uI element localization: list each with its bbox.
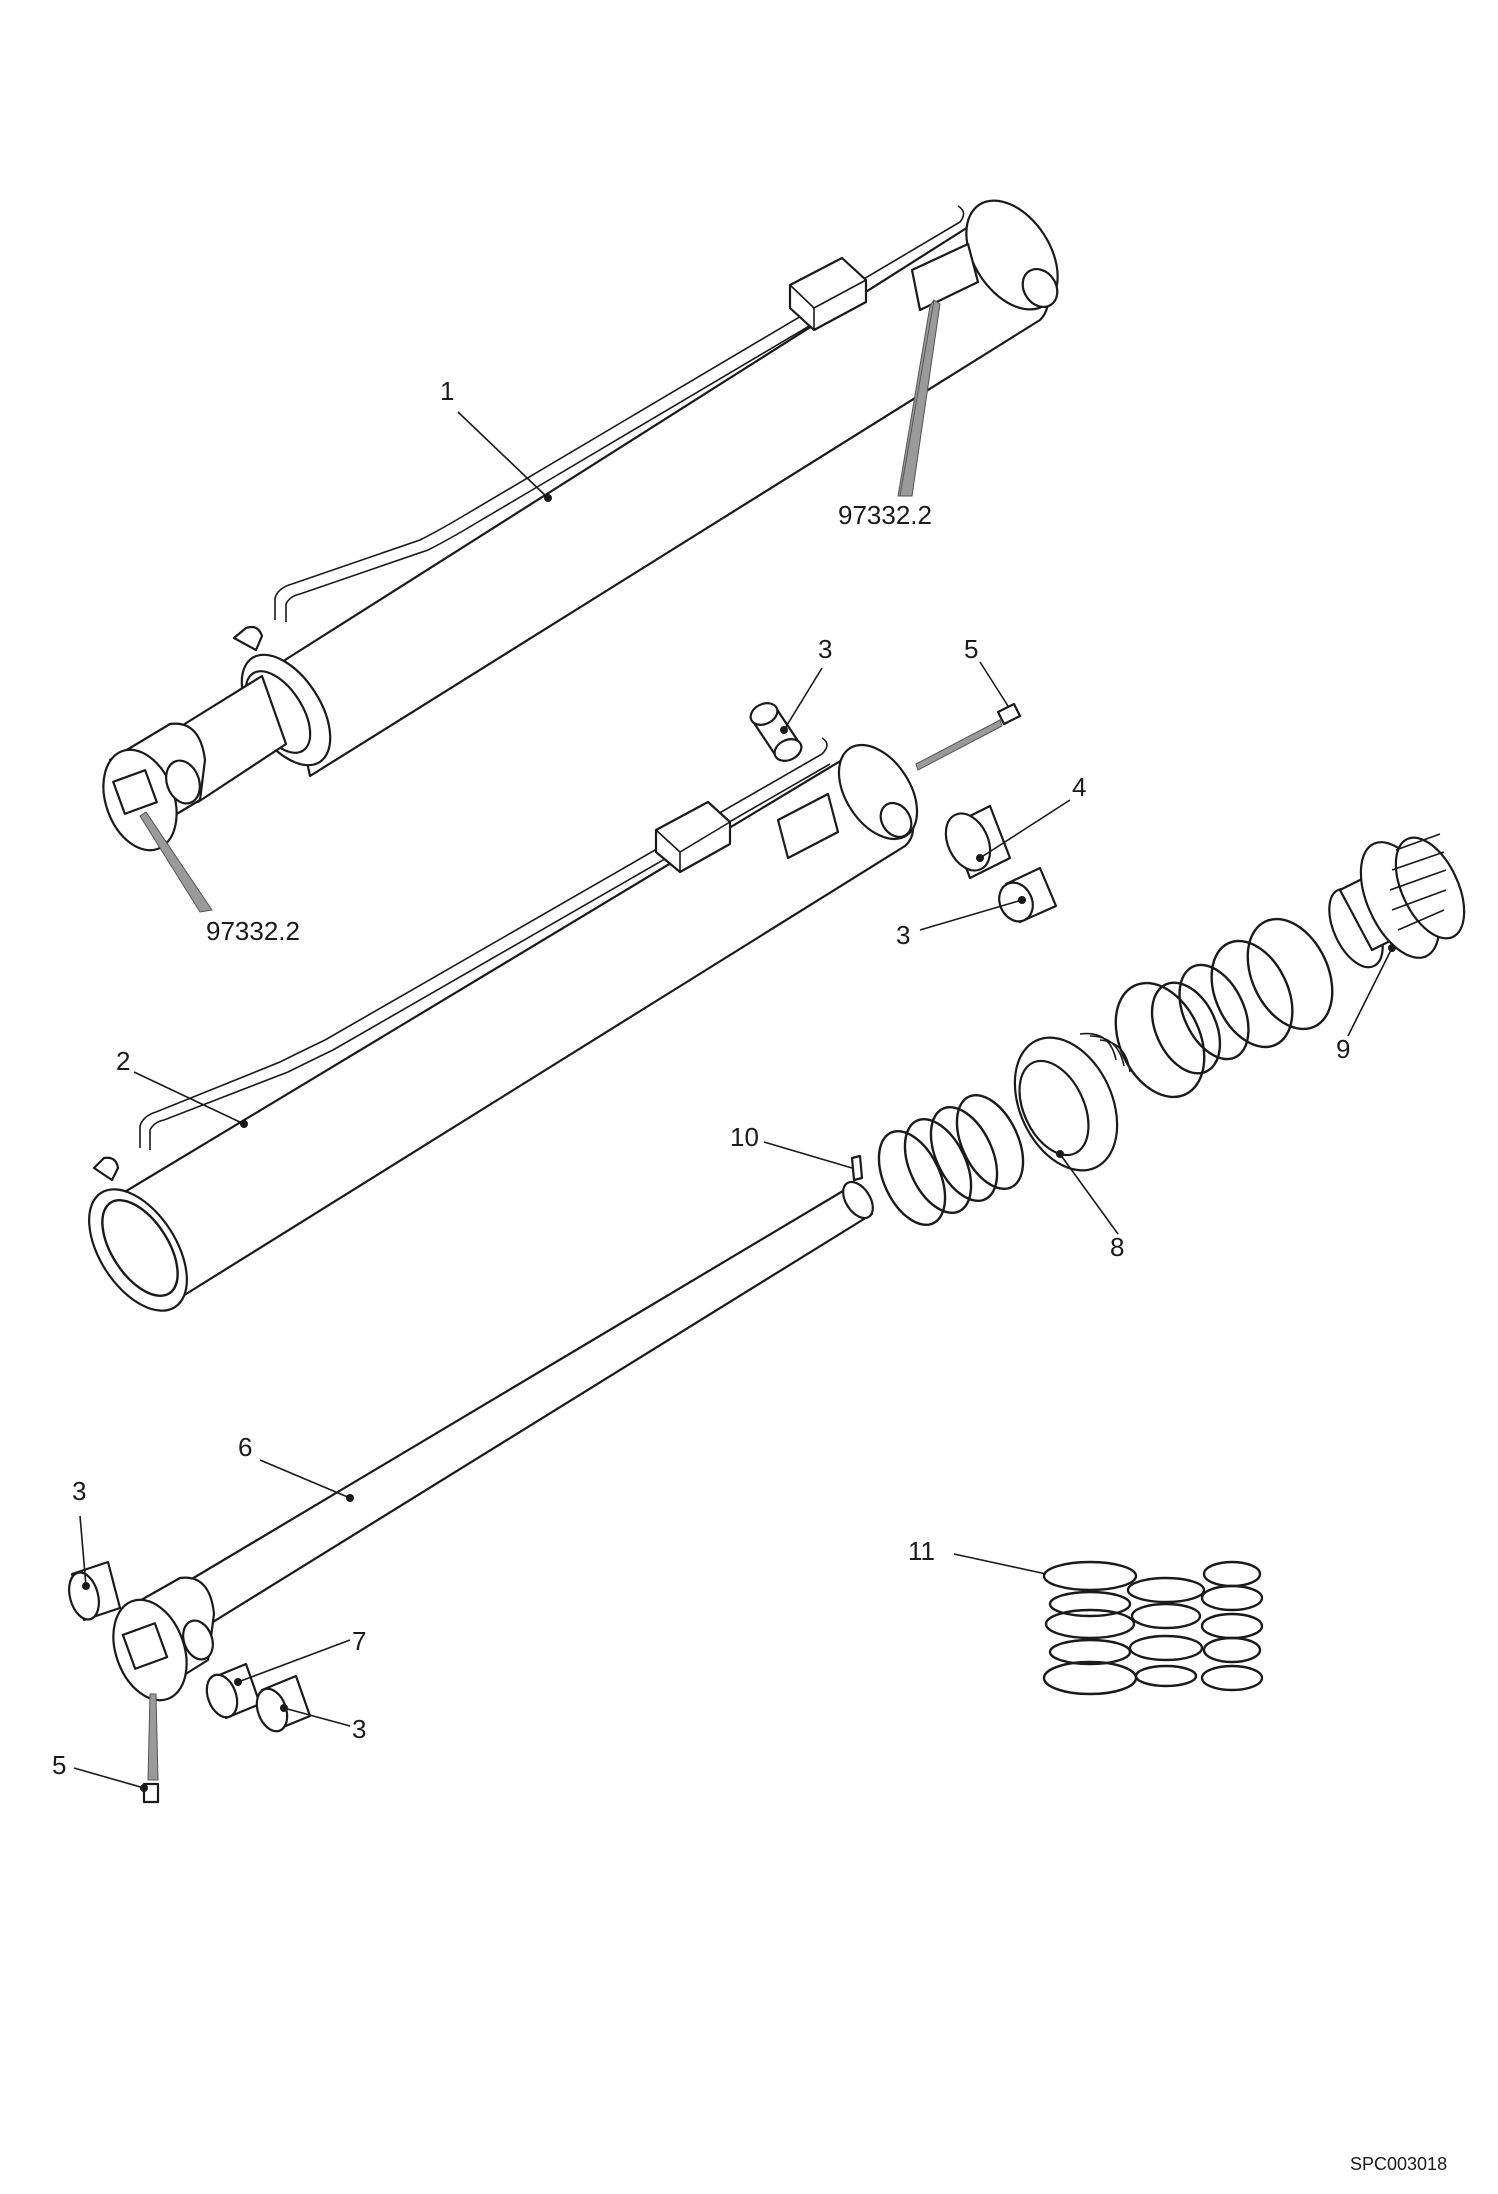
callout-8: 8 — [1110, 1232, 1124, 1262]
callout-4: 4 — [1072, 772, 1086, 802]
callout-ref-top: 97332.2 — [838, 500, 932, 530]
bushing-part-3c — [68, 1560, 122, 1622]
callout-3b: 3 — [896, 920, 910, 950]
callout-2: 2 — [116, 1046, 130, 1076]
grease-nipple-part-5a — [915, 702, 1022, 771]
bushing-part-7 — [205, 1662, 262, 1720]
callout-10: 10 — [730, 1122, 759, 1152]
cylinder-barrel-part-2 — [88, 737, 919, 1312]
callout-3d: 3 — [352, 1714, 366, 1744]
piston-rod-part-6 — [112, 1180, 874, 1781]
callout-7: 7 — [352, 1626, 366, 1656]
seal-rings-right — [1114, 917, 1334, 1099]
callout-3c: 3 — [72, 1476, 86, 1506]
bushing-part-3d — [255, 1674, 312, 1733]
callout-5b: 5 — [52, 1750, 66, 1780]
bushing-part-4 — [944, 804, 1012, 880]
drawing-code: SPC003018 — [1350, 2154, 1447, 2174]
callout-3a: 3 — [818, 634, 832, 664]
callout-5a: 5 — [964, 634, 978, 664]
callout-ref-left: 97332.2 — [206, 916, 300, 946]
grease-nipple-part-5b — [140, 1782, 160, 1804]
cylinder-assembly-part-1 — [102, 199, 1059, 852]
seal-kit-part-11 — [1042, 1560, 1264, 1696]
piston-part-9 — [1328, 833, 1466, 969]
callout-11: 11 — [908, 1536, 935, 1566]
leader-lines — [73, 411, 1393, 1789]
cylinder-head-part-8 — [1013, 1032, 1131, 1172]
seal-rings-left — [877, 1093, 1025, 1227]
callout-9: 9 — [1336, 1034, 1350, 1064]
bushing-part-3b — [998, 866, 1058, 924]
bushing-part-3a — [749, 702, 803, 762]
pin-part-10 — [850, 1154, 864, 1182]
callout-6: 6 — [238, 1432, 252, 1462]
callout-1: 1 — [440, 376, 454, 406]
